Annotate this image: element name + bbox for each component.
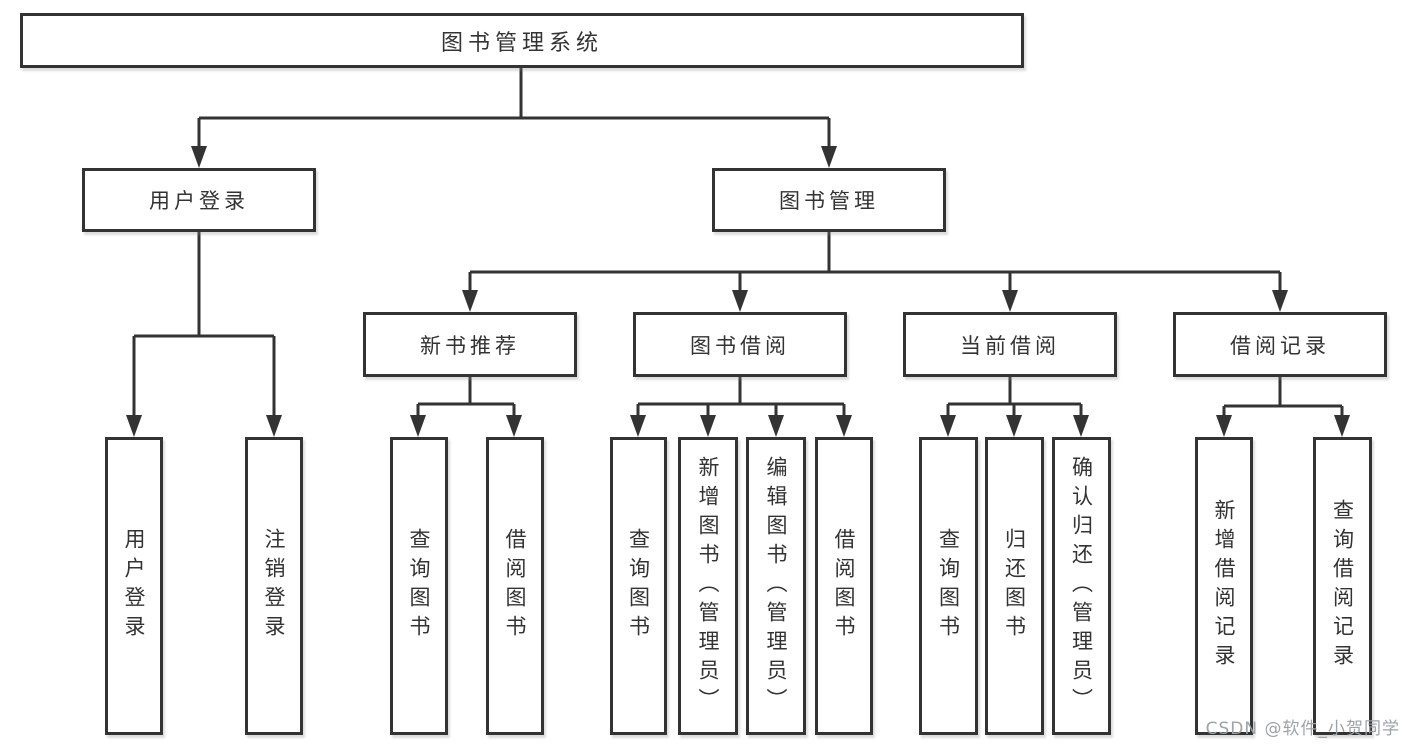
leaf-edit-books-admin: 编辑图书（管理员） <box>746 437 806 735</box>
leaf-query-borrow-record: 查询借阅记录 <box>1313 437 1372 735</box>
leaf-return-books-label: 归还图书 <box>1002 528 1027 644</box>
leaf-borrowing-query-books: 查询图书 <box>610 437 667 735</box>
leaf-recommend-borrow-books: 借阅图书 <box>486 437 544 735</box>
csdn-watermark: CSDN @软件_小贺同学 <box>1205 719 1400 739</box>
leaf-add-borrow-record: 新增借阅记录 <box>1195 437 1253 735</box>
leaf-query-borrow-record-label: 查询借阅记录 <box>1330 499 1355 673</box>
leaf-current-query-books-label: 查询图书 <box>936 528 961 644</box>
leaf-user-login-label: 用户登录 <box>122 528 146 644</box>
node-book-management: 图书管理 <box>712 168 946 232</box>
node-current-borrowing: 当前借阅 <box>903 312 1117 377</box>
leaf-borrowing-borrow-books: 借阅图书 <box>815 437 873 735</box>
leaf-add-books-admin-label: 新增图书（管理员） <box>696 455 720 717</box>
leaf-add-borrow-record-label: 新增借阅记录 <box>1212 499 1236 673</box>
leaf-user-login: 用户登录 <box>105 437 163 735</box>
node-book-borrowing: 图书借阅 <box>633 312 847 377</box>
node-new-book-recommendation: 新书推荐 <box>363 312 577 377</box>
leaf-edit-books-admin-label: 编辑图书（管理员） <box>764 455 788 717</box>
leaf-recommend-query-books: 查询图书 <box>390 437 448 735</box>
leaf-confirm-return-admin-label: 确认归还（管理员） <box>1069 455 1094 717</box>
leaf-recommend-query-books-label: 查询图书 <box>407 528 431 644</box>
node-user-login: 用户登录 <box>82 168 316 232</box>
node-library-management-system: 图书管理系统 <box>20 13 1024 68</box>
node-borrowing-records: 借阅记录 <box>1173 312 1387 377</box>
leaf-add-books-admin: 新增图书（管理员） <box>678 437 738 735</box>
leaf-confirm-return-admin: 确认归还（管理员） <box>1052 437 1111 735</box>
leaf-logout-login-label: 注销登录 <box>262 528 286 644</box>
leaf-borrowing-borrow-books-label: 借阅图书 <box>832 528 856 644</box>
leaf-borrowing-query-books-label: 查询图书 <box>626 528 651 644</box>
leaf-recommend-borrow-books-label: 借阅图书 <box>503 528 527 644</box>
arrowhead-group <box>126 146 1350 437</box>
leaf-current-query-books: 查询图书 <box>919 437 978 735</box>
leaf-return-books: 归还图书 <box>985 437 1044 735</box>
leaf-logout-login: 注销登录 <box>245 437 303 735</box>
